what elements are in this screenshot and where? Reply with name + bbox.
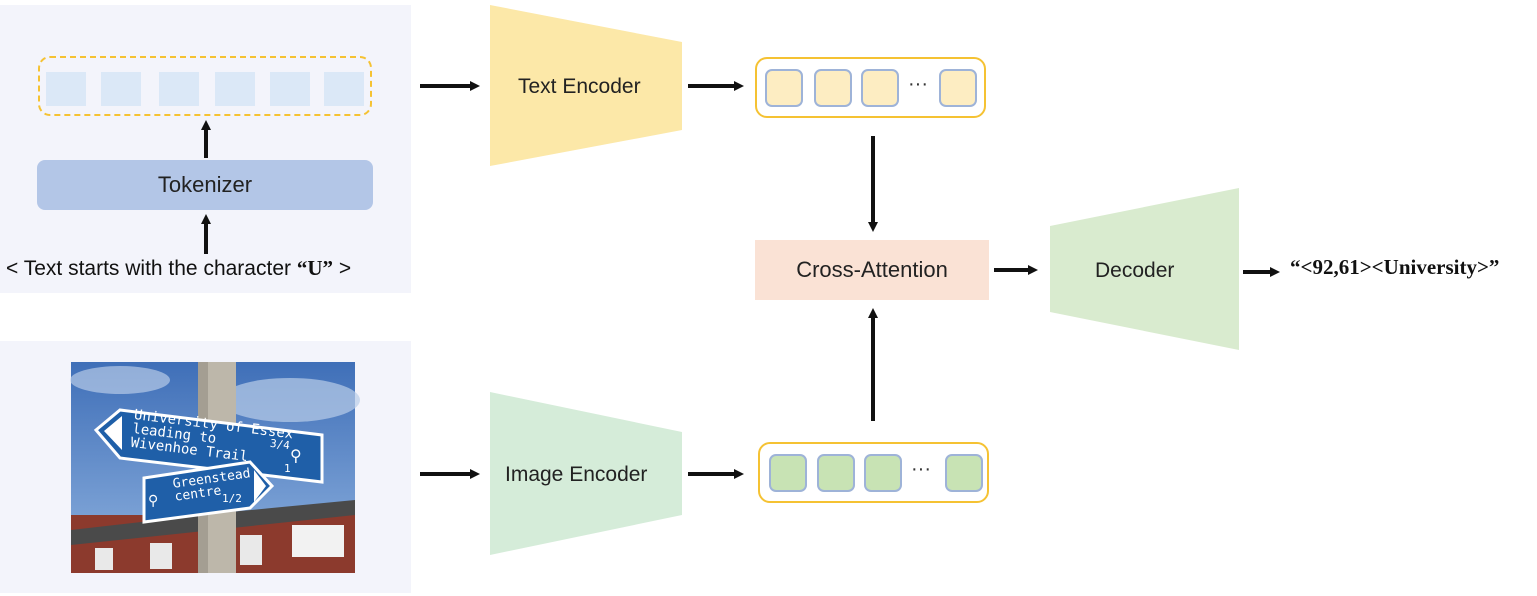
- bicycle-icon: ⚲: [148, 492, 159, 508]
- prompt-char: “U”: [296, 256, 333, 280]
- text-embedding-cell: [765, 69, 803, 107]
- tokenizer-block: Tokenizer: [37, 160, 373, 210]
- cross-attention-label: Cross-Attention: [796, 257, 948, 282]
- token: [46, 72, 86, 106]
- decoder-label: Decoder: [1095, 259, 1175, 282]
- ellipsis: ···: [908, 73, 928, 95]
- token: [270, 72, 310, 106]
- text-embedding-cell: [939, 69, 977, 107]
- prompt-prefix: < Text starts with the character: [6, 257, 297, 280]
- text-prompt: < Text starts with the character “U” >: [6, 256, 406, 286]
- sign2-distance: 1/2: [222, 492, 242, 505]
- prompt-suffix: >: [333, 257, 352, 280]
- image-encoder-label: Image Encoder: [505, 463, 648, 486]
- output-text: “<92,61><University>”: [1290, 255, 1500, 279]
- text-encoder-label: Text Encoder: [518, 75, 641, 98]
- sign1-distance: 3/4: [269, 436, 291, 453]
- text-encoder-shape: [490, 5, 682, 166]
- tokenizer-label: Tokenizer: [157, 172, 253, 197]
- image-embeddings: ···: [758, 442, 989, 503]
- image-encoder-shape: [490, 392, 682, 555]
- bicycle-icon: ⚲: [290, 448, 302, 465]
- image-embedding-cell: [817, 454, 855, 492]
- image-embedding-cell: [945, 454, 983, 492]
- cross-attention-block: Cross-Attention: [755, 240, 989, 300]
- text-embedding-cell: [861, 69, 899, 107]
- ellipsis: ···: [911, 458, 931, 480]
- street-sign-photo: [70, 362, 360, 573]
- text-embedding-cell: [814, 69, 852, 107]
- text-embeddings: ···: [755, 57, 986, 118]
- image-embedding-cell: [864, 454, 902, 492]
- token: [324, 72, 364, 106]
- token: [101, 72, 141, 106]
- token: [215, 72, 255, 106]
- sign1-number: 1: [284, 462, 291, 475]
- token-sequence: [38, 56, 372, 116]
- image-embedding-cell: [769, 454, 807, 492]
- token: [159, 72, 199, 106]
- decoder-shape: [1050, 188, 1239, 350]
